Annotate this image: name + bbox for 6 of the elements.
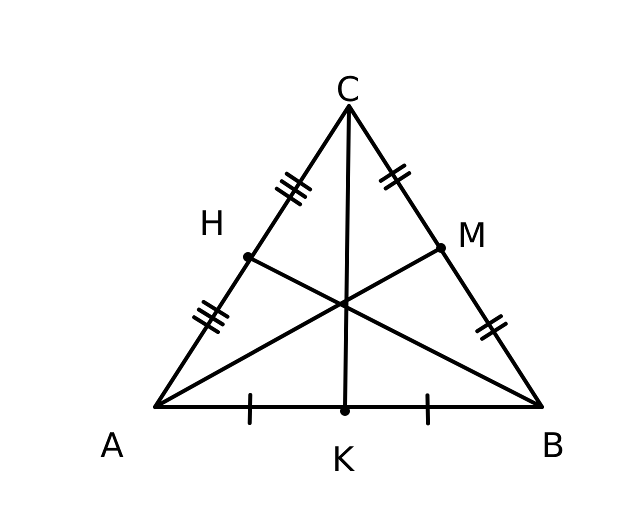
- point-label: M: [457, 219, 487, 253]
- point-label: B: [541, 429, 565, 463]
- point-label: C: [336, 73, 360, 107]
- point-label: A: [100, 429, 124, 463]
- point-label: H: [199, 207, 225, 241]
- point-label: K: [332, 443, 354, 477]
